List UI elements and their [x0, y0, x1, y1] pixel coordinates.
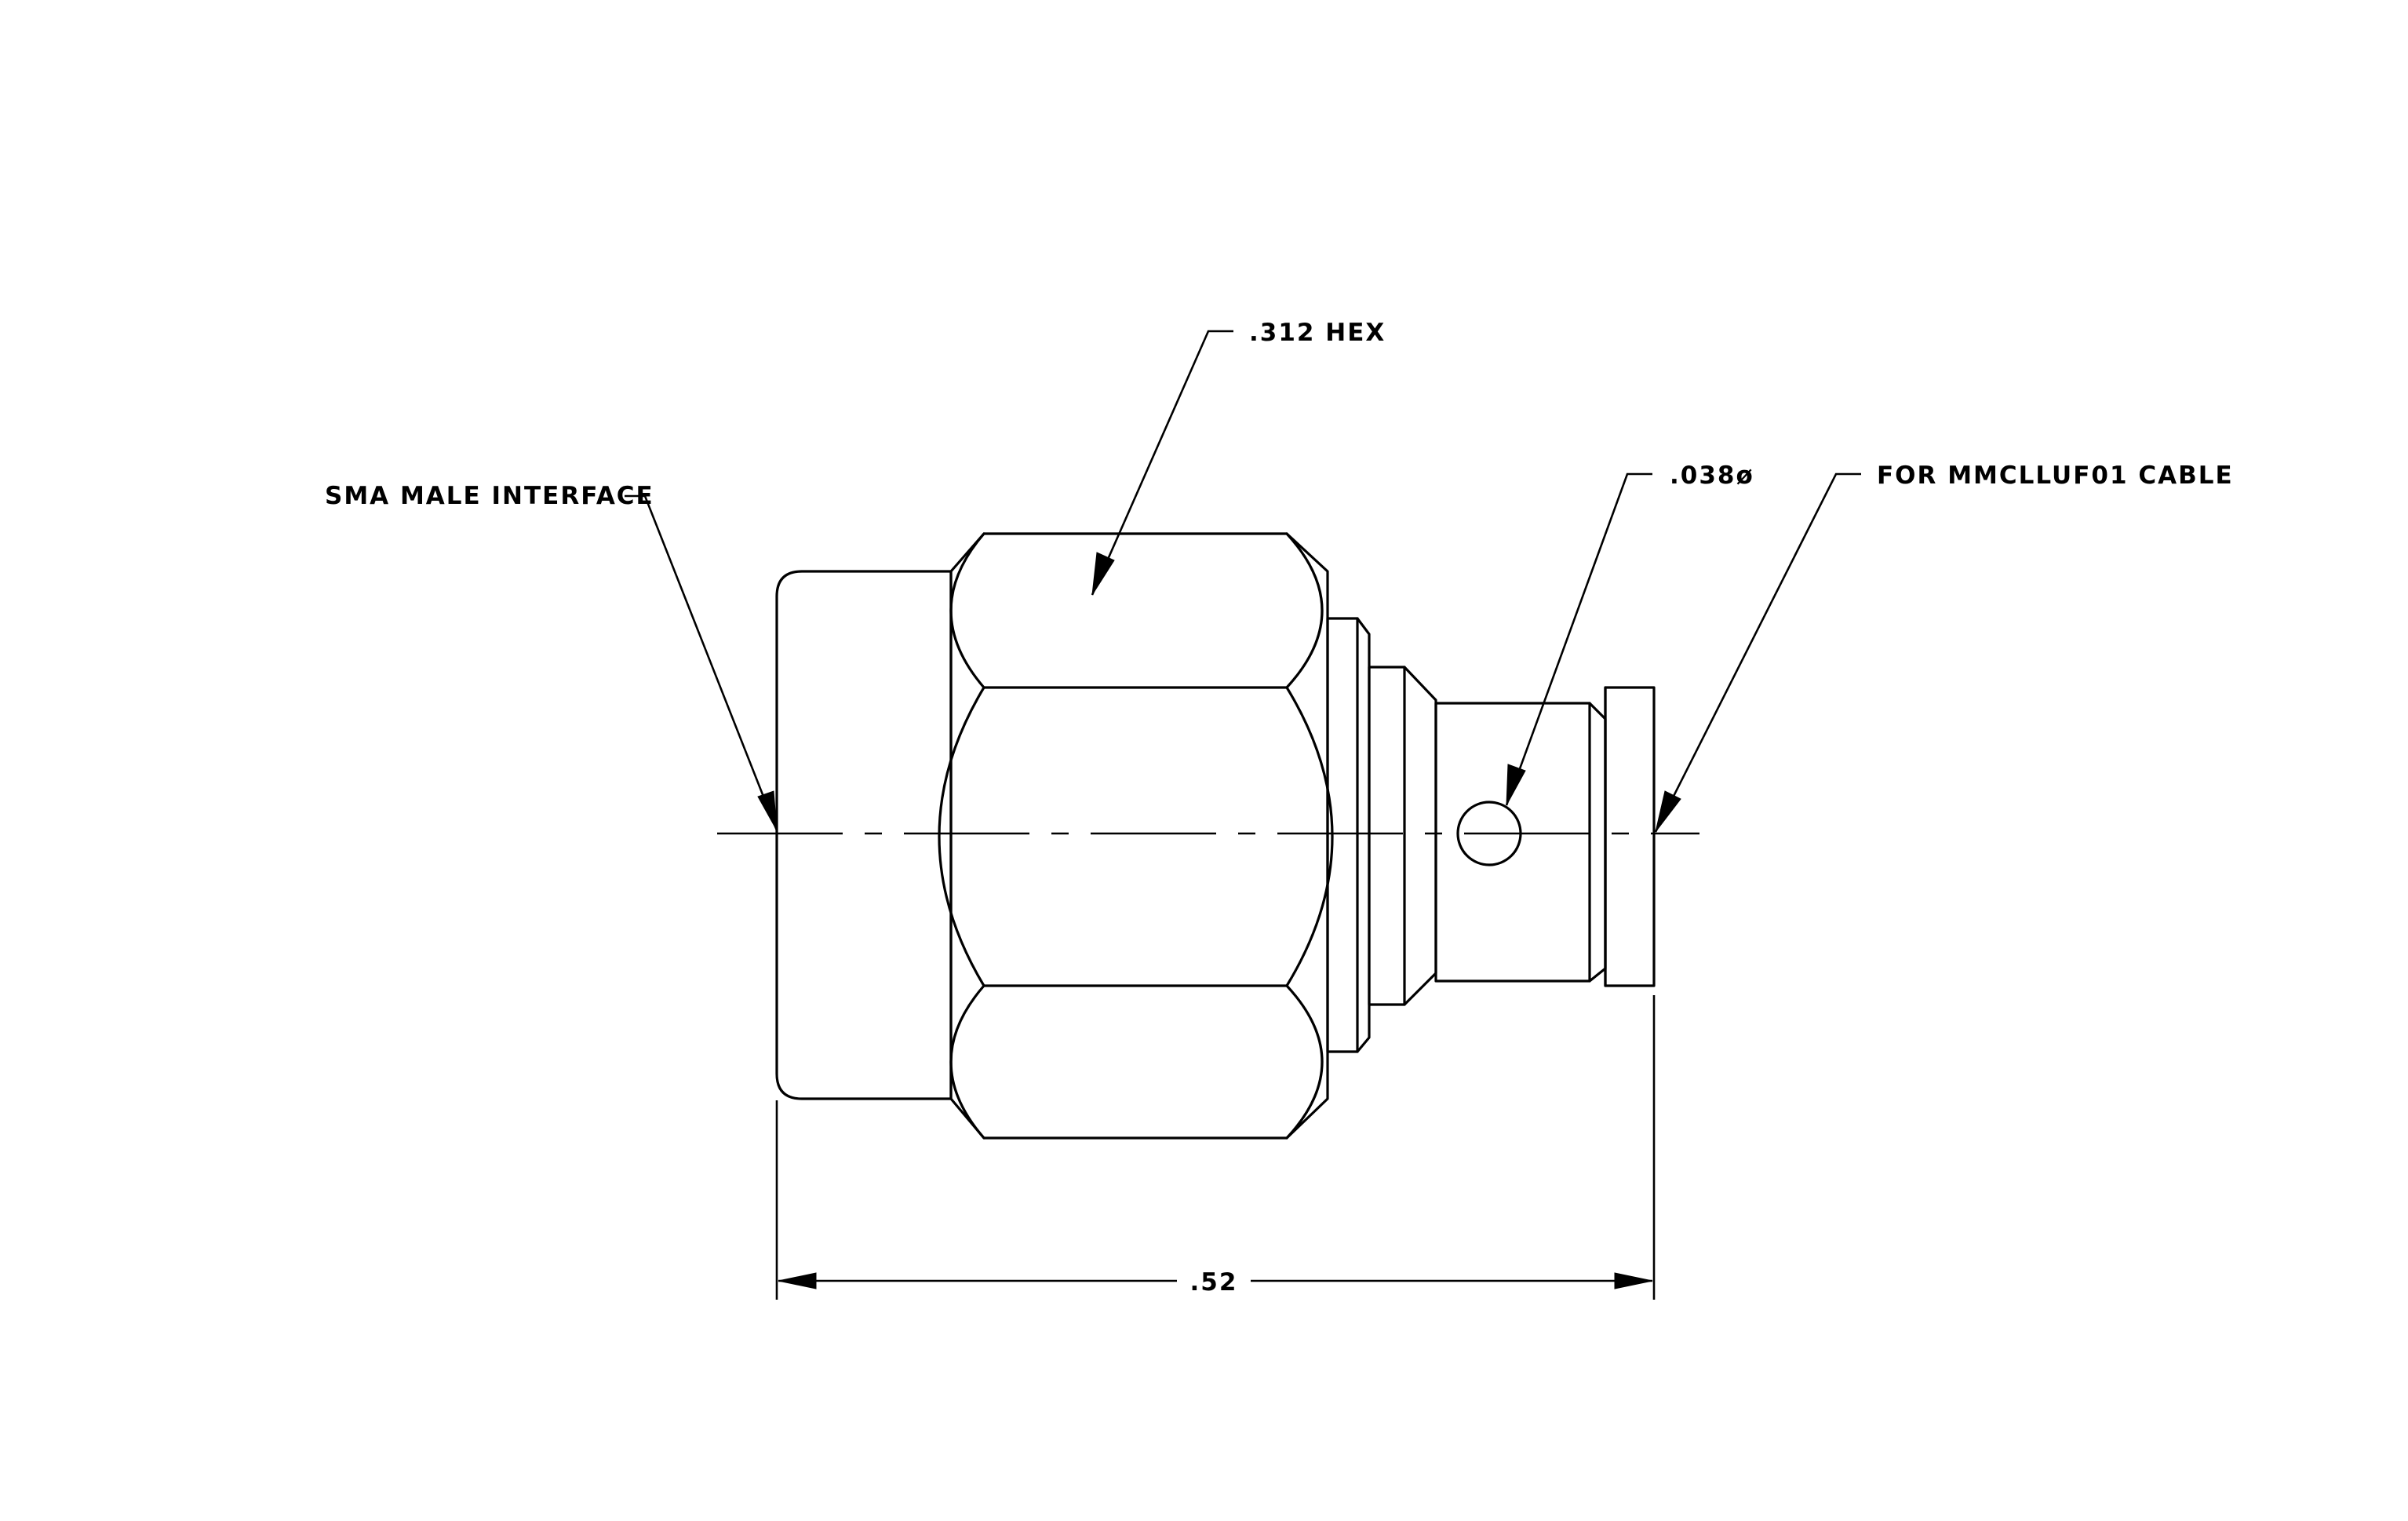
callout-cable-text: FOR MMCLLUF01 CABLE	[1877, 461, 2234, 490]
callout-sma-interface-leader	[625, 494, 778, 831]
callout-hex-arrow	[1091, 552, 1115, 596]
callout-hex: .312 HEX	[1091, 319, 1386, 596]
callout-hex-leader	[1091, 330, 1233, 596]
hex-arc-top-left	[949, 532, 985, 689]
step-ring	[1326, 617, 1371, 1053]
dimension-arrow-left	[778, 1272, 817, 1289]
dimension-overall-length: .52	[775, 995, 1656, 1300]
hex-arc-bottom-left	[949, 984, 985, 1140]
callout-sma-interface: SMA MALE INTERFACE	[325, 482, 778, 831]
sma-interface-face	[775, 570, 953, 1100]
callout-hole-diameter-arrow	[1506, 764, 1526, 806]
callout-sma-interface-text: SMA MALE INTERFACE	[325, 482, 654, 510]
hex-nut	[949, 532, 1329, 1140]
hex-arc-bottom-right	[1285, 984, 1324, 1140]
connector-body	[775, 532, 1656, 1140]
dimension-overall-length-text: .52	[1190, 1268, 1238, 1297]
callout-hex-text: .312 HEX	[1249, 319, 1386, 347]
hex-arc-top-right	[1285, 532, 1324, 689]
callout-sma-interface-arrow	[757, 790, 778, 831]
callout-hole-diameter: .038ø	[1505, 461, 1754, 806]
callout-cable-arrow	[1655, 790, 1681, 833]
callout-hole-diameter-text: .038ø	[1670, 461, 1754, 490]
callout-cable: FOR MMCLLUF01 CABLE	[1654, 461, 2234, 833]
callout-hole-diameter-leader	[1505, 472, 1652, 806]
dimension-arrow-right	[1614, 1272, 1653, 1289]
hex-arc-mid-left	[938, 686, 985, 987]
hex-arc-mid-right	[1285, 686, 1334, 987]
barrel-end-lip	[1604, 686, 1656, 987]
collar	[1368, 666, 1437, 1006]
callout-cable-leader	[1654, 472, 1861, 833]
